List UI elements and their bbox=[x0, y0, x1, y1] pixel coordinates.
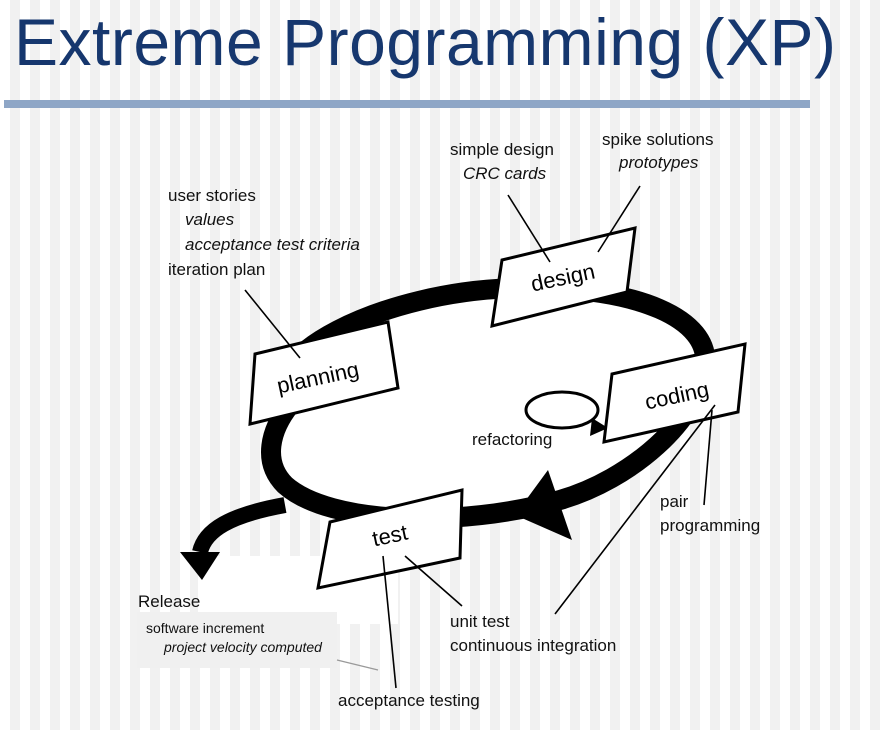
unit-test-label: unit test bbox=[450, 612, 510, 631]
design-connector bbox=[507, 194, 551, 263]
user-stories-label: user stories bbox=[168, 186, 256, 205]
simple-design-label: simple design bbox=[450, 140, 554, 159]
continuous-integration-label: continuous integration bbox=[450, 636, 617, 655]
test-card bbox=[316, 488, 464, 590]
software-increment-label: software increment bbox=[146, 620, 265, 636]
planning-connector bbox=[244, 289, 301, 359]
acceptance-testing-label: acceptance testing bbox=[338, 691, 480, 710]
design-card bbox=[490, 226, 637, 329]
programming-label: programming bbox=[660, 516, 761, 535]
test-unit-connector bbox=[404, 555, 463, 607]
crc-cards-label: CRC cards bbox=[463, 164, 547, 183]
iteration-plan-label: iteration plan bbox=[168, 260, 266, 279]
velocity-label: project velocity computed bbox=[164, 639, 322, 655]
refactoring-arrowhead bbox=[590, 418, 608, 436]
planning-card bbox=[248, 320, 400, 426]
refactoring-loop bbox=[524, 390, 600, 430]
unit-test-connector bbox=[554, 404, 716, 615]
pair-label: pair bbox=[660, 492, 689, 511]
title-underline bbox=[4, 100, 810, 108]
acceptance-criteria-label: acceptance test criteria bbox=[185, 235, 360, 254]
release-arrow-shaft bbox=[192, 497, 287, 555]
release-arrowhead bbox=[180, 552, 220, 580]
spike-connector bbox=[597, 185, 641, 253]
release-detail-background bbox=[137, 612, 337, 668]
coding-card bbox=[602, 342, 747, 444]
spike-solutions-label: spike solutions bbox=[602, 130, 714, 149]
loop-arrowhead bbox=[515, 470, 572, 540]
refactoring-label: refactoring bbox=[472, 430, 553, 449]
velocity-connector bbox=[336, 659, 379, 671]
prototypes-label: prototypes bbox=[619, 153, 699, 172]
release-label: Release bbox=[138, 592, 201, 611]
slide-title: Extreme Programming (XP) bbox=[14, 5, 837, 79]
pair-connector bbox=[703, 409, 713, 506]
values-label: values bbox=[185, 210, 235, 229]
acceptance-connector bbox=[382, 555, 397, 689]
